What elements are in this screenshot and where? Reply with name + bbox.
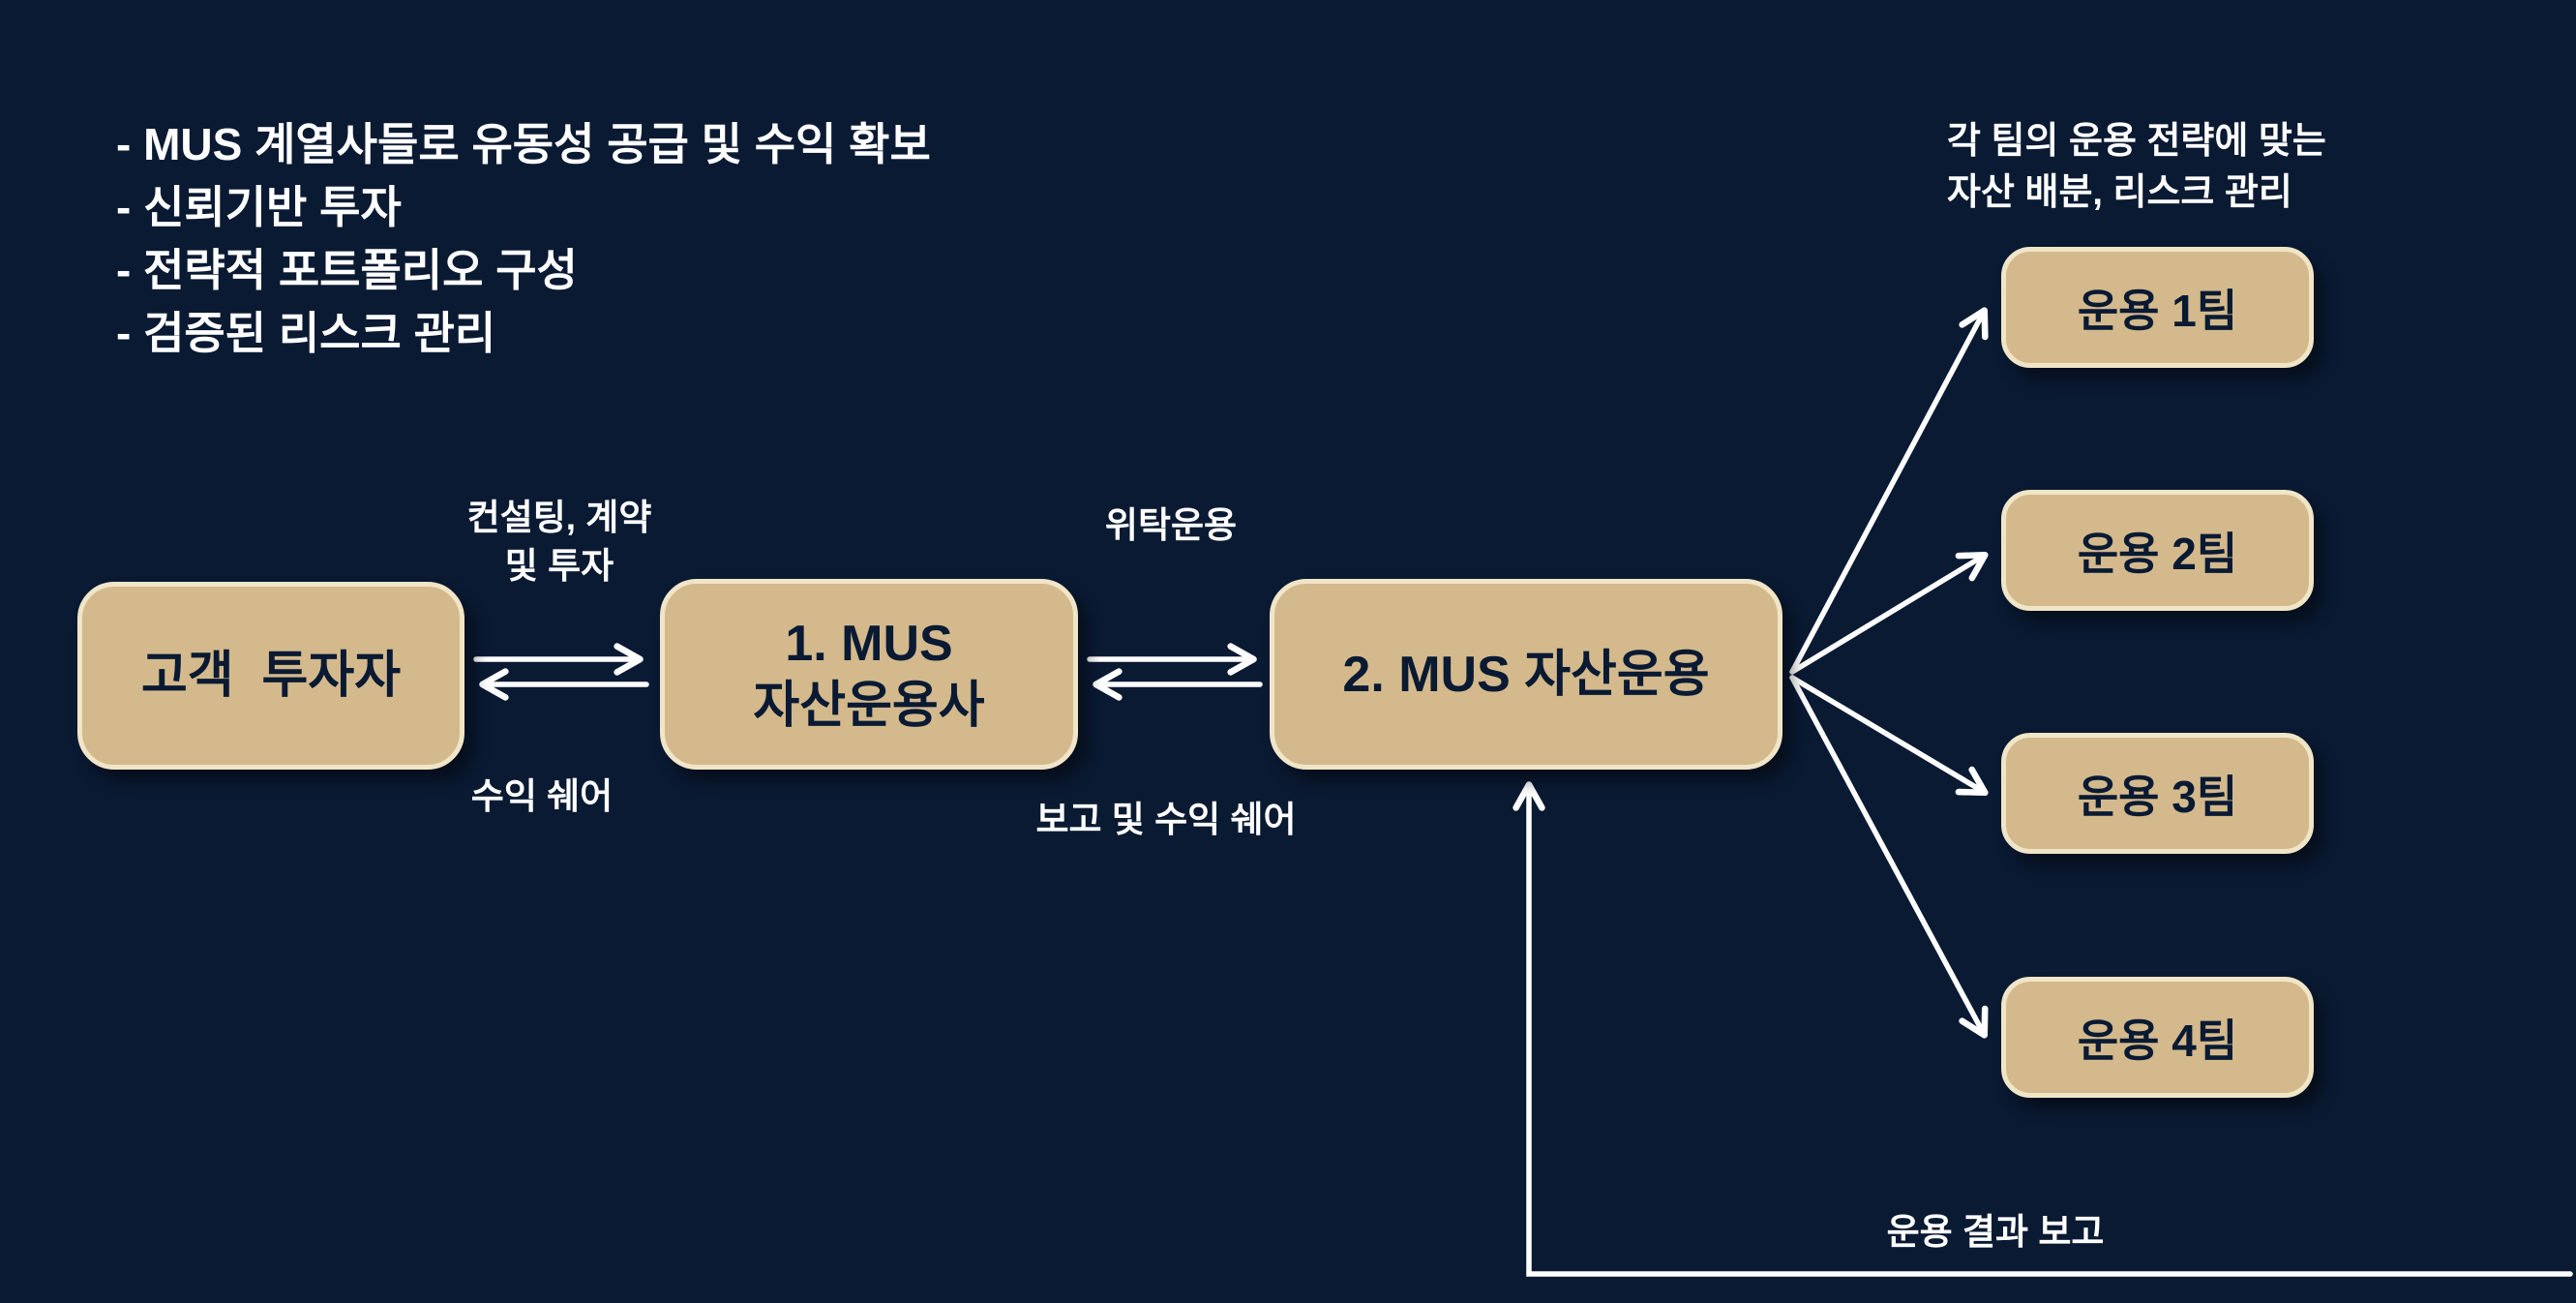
node-team-4: 운용 4팀 — [2001, 977, 2314, 1098]
edge-label-profit-share: 수익 쉐어 — [470, 776, 614, 816]
teams-note: 각 팀의 운용 전략에 맞는 자산 배분, 리스크 관리 — [1947, 116, 2326, 219]
node-client-investor: 고객 투자자 — [77, 582, 464, 770]
edge-label-consulting: 컨설팅, 계약 및 투자 — [467, 494, 652, 591]
bullet-item-4: - 검증된 리스크 관리 — [116, 308, 496, 358]
bullet-item-2: - 신뢰기반 투자 — [116, 182, 402, 232]
node-mus-asset-management-label: 2. MUS 자산운용 — [1342, 646, 1710, 703]
edge-label-consulting-line-1: 컨설팅, 계약 — [466, 498, 652, 537]
node-client-investor-label: 고객 투자자 — [140, 648, 402, 704]
arrow-to-team-4 — [1789, 675, 1989, 1039]
node-team-4-label: 운용 4팀 — [2077, 1015, 2238, 1066]
arrow-to-team-1 — [1789, 307, 1989, 675]
node-mus-asset-manager-line-1: 1. MUS — [785, 615, 953, 672]
teams-note-line-1: 각 팀의 운용 전략에 맞는 — [1947, 121, 2326, 162]
edge-label-entrusted-management: 위탁운용 — [1104, 505, 1238, 545]
bullet-item-3: - 전략적 포트폴리오 구성 — [116, 245, 578, 295]
node-team-3: 운용 3팀 — [2001, 733, 2314, 854]
edge-label-result-report: 운용 결과 보고 — [1886, 1212, 2105, 1252]
bullet-item-1: - MUS 계열사들로 유동성 공급 및 수익 확보 — [116, 119, 931, 169]
node-team-3-label: 운용 3팀 — [2077, 771, 2238, 822]
teams-note-line-2: 자산 배분, 리스크 관리 — [1947, 172, 2292, 213]
arrow-to-team-2 — [1789, 551, 1989, 675]
node-mus-asset-management: 2. MUS 자산운용 — [1270, 579, 1782, 770]
node-mus-asset-manager-line-2: 자산운용사 — [753, 677, 985, 734]
node-team-2-label: 운용 2팀 — [2077, 528, 2238, 579]
edge-label-consulting-line-2: 및 투자 — [504, 546, 614, 586]
node-mus-asset-manager: 1. MUS 자산운용사 — [660, 579, 1078, 770]
node-team-1: 운용 1팀 — [2001, 247, 2314, 368]
node-team-2: 운용 2팀 — [2001, 490, 2314, 611]
arrow-to-team-3 — [1789, 675, 1989, 797]
node-team-1-label: 운용 1팀 — [2077, 285, 2238, 336]
edge-label-report-and-profit-share: 보고 및 수익 쉐어 — [1035, 800, 1297, 839]
bullet-list: - MUS 계열사들로 유동성 공급 및 수익 확보 - 신뢰기반 투자 - 전… — [116, 113, 931, 365]
